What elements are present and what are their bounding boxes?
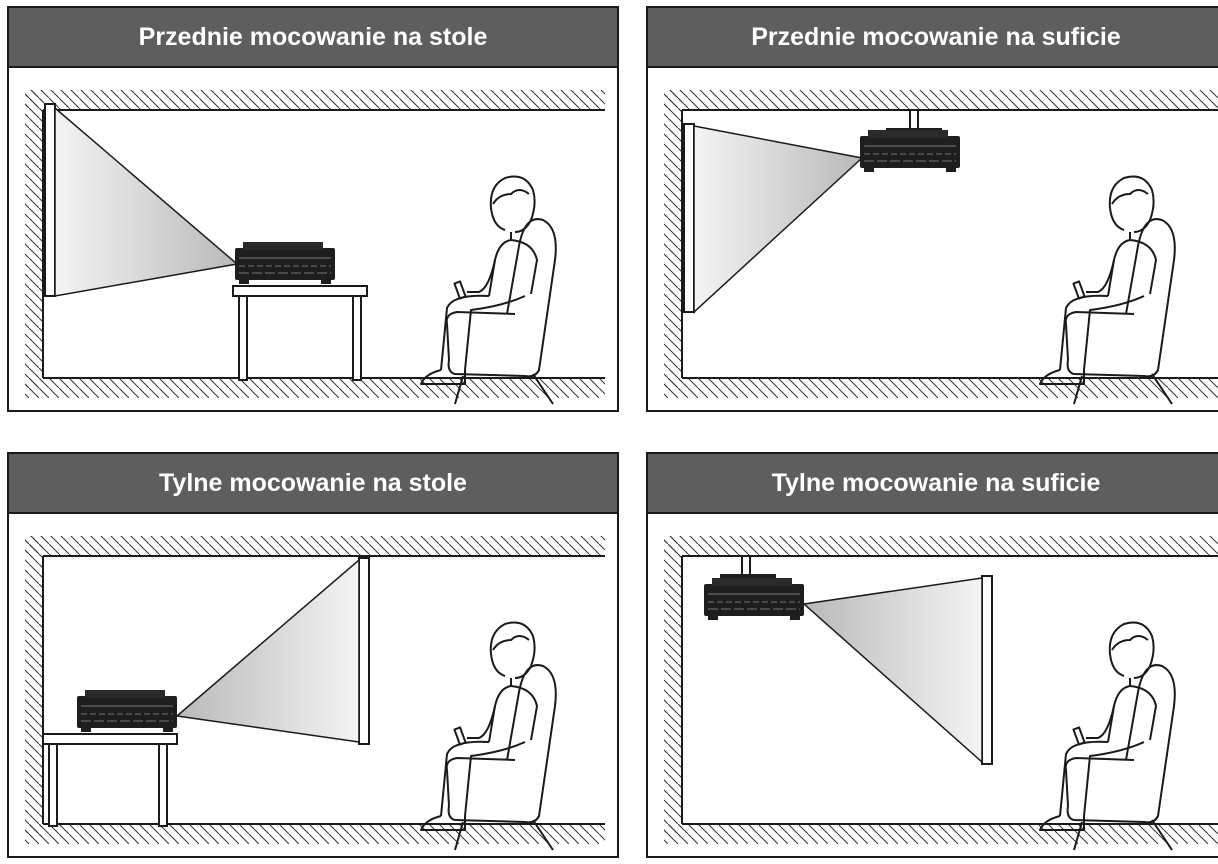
screen — [358, 557, 370, 745]
wall-hatch — [25, 90, 43, 390]
front-ceiling-illustration — [664, 90, 1218, 405]
projection-beam — [54, 106, 239, 297]
ceiling-mount — [741, 555, 751, 577]
ceiling-hatch — [664, 90, 1218, 110]
panel-header: Przednie mocowanie na stole — [9, 8, 617, 68]
panel-header: Tylne mocowanie na stole — [9, 454, 617, 514]
panel-rear-ceiling: Tylne mocowanie na suficie — [646, 452, 1218, 858]
ceiling-hatch — [25, 536, 605, 556]
panel-rear-table: Tylne mocowanie na stole — [7, 452, 619, 858]
rear-table-illustration — [25, 536, 605, 851]
table — [42, 733, 178, 827]
panel-header: Tylne mocowanie na suficie — [648, 454, 1218, 514]
ceiling-hatch — [25, 90, 605, 110]
projector — [76, 689, 178, 733]
floor-hatch — [664, 378, 1218, 398]
floor-hatch — [664, 824, 1218, 844]
panel-title: Tylne mocowanie na suficie — [771, 468, 1101, 497]
panel-front-ceiling: Przednie mocowanie na suficie — [646, 6, 1218, 412]
projection-beam — [175, 558, 360, 743]
projection-beam — [693, 125, 864, 314]
ceiling-hatch — [664, 536, 1218, 556]
wall-hatch — [664, 90, 682, 390]
projector — [859, 129, 961, 173]
rear-ceiling-illustration — [664, 536, 1218, 851]
front-table-illustration — [25, 90, 605, 405]
panel-title: Przednie mocowanie na suficie — [751, 22, 1121, 51]
panel-title: Tylne mocowanie na stole — [159, 468, 467, 497]
projection-beam — [802, 577, 983, 764]
ceiling-mount — [909, 109, 919, 131]
wall-hatch — [664, 536, 682, 836]
wall-hatch — [25, 536, 43, 836]
panel-header: Przednie mocowanie na suficie — [648, 8, 1218, 68]
table — [232, 285, 368, 381]
viewer — [420, 175, 557, 405]
viewer — [1039, 621, 1176, 851]
viewer — [420, 621, 557, 851]
projector — [234, 241, 336, 285]
floor-hatch — [25, 824, 605, 844]
screen — [981, 575, 993, 765]
projector — [703, 577, 805, 621]
screen — [683, 123, 695, 313]
viewer — [1039, 175, 1176, 405]
panel-front-table: Przednie mocowanie na stole — [7, 6, 619, 412]
screen — [44, 103, 56, 297]
floor-hatch — [25, 378, 605, 398]
panel-title: Przednie mocowanie na stole — [138, 22, 488, 51]
